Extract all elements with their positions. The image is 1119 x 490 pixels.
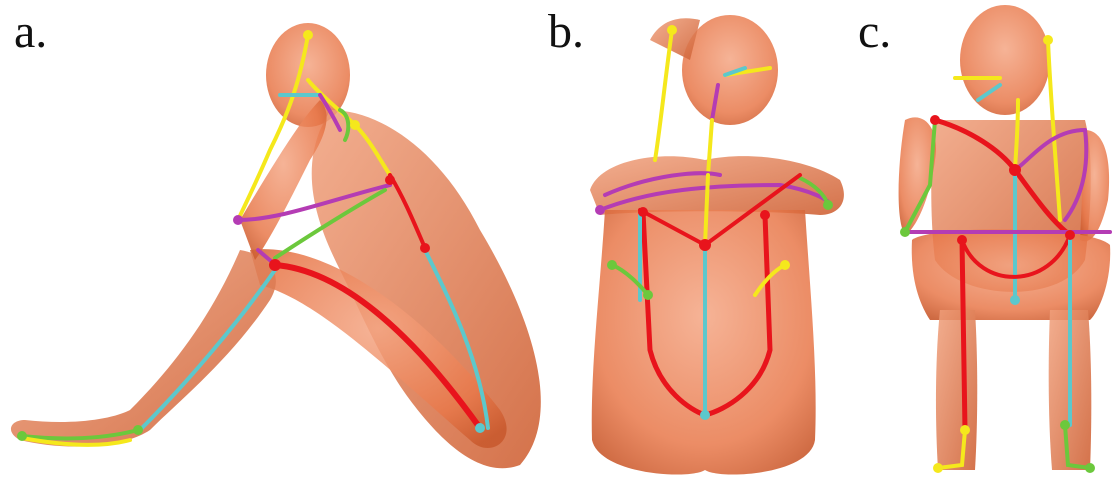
figure-c-body-mesh xyxy=(899,5,1111,470)
